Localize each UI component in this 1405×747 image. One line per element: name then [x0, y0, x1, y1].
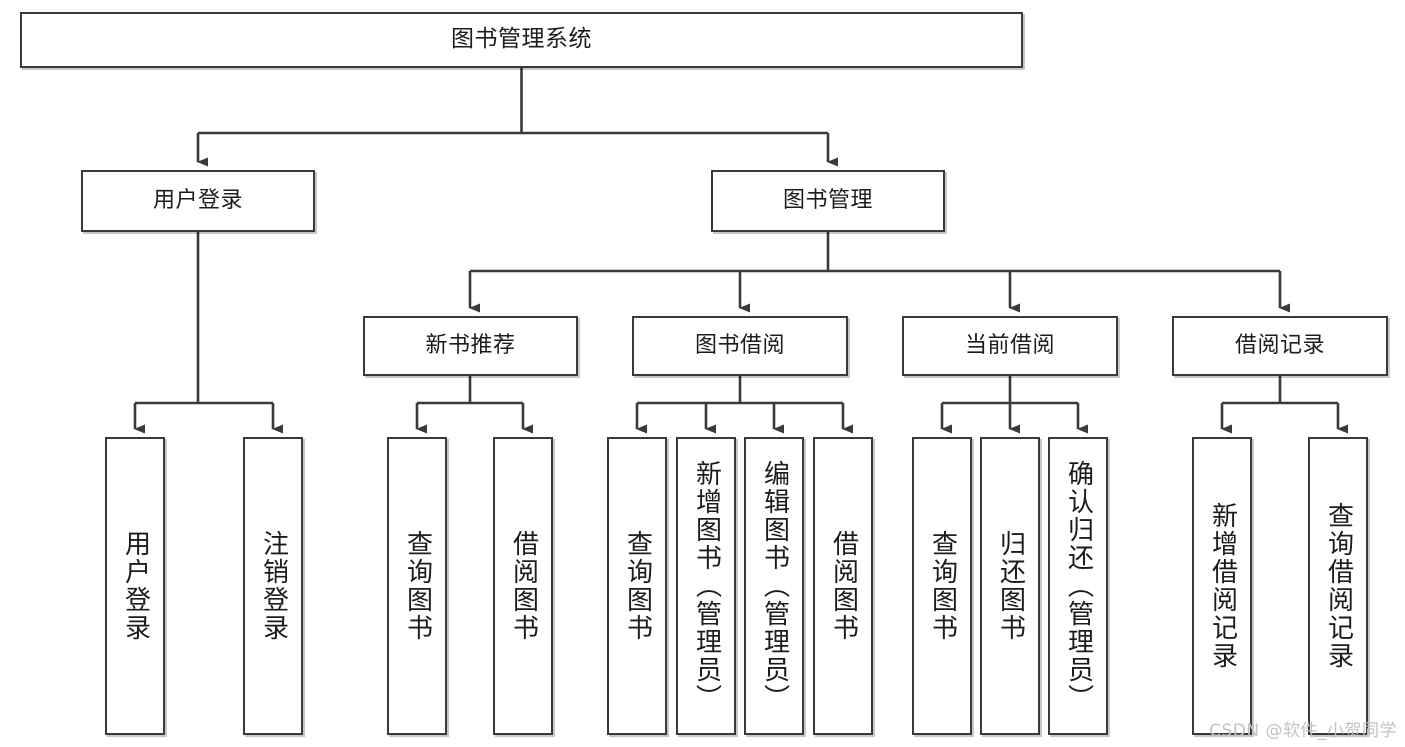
node-label: 图书借阅 — [694, 333, 785, 359]
leaf-borrow-book-recommend[interactable]: 借阅图书 — [493, 437, 553, 735]
node-book-management[interactable]: 图书管理 — [711, 170, 945, 232]
node-label: 新书推荐 — [425, 333, 516, 359]
node-label: 新增图书（管理员） — [691, 460, 722, 712]
leaf-user-login[interactable]: 用户登录 — [105, 437, 165, 735]
node-current-borrow[interactable]: 当前借阅 — [902, 316, 1118, 376]
leaf-query-book-borrow[interactable]: 查询图书 — [607, 437, 667, 735]
leaf-query-book-current[interactable]: 查询图书 — [912, 437, 972, 735]
node-label: 用户登录 — [152, 188, 243, 214]
node-label: 借阅图书 — [828, 530, 859, 642]
node-label: 查询借阅记录 — [1323, 502, 1354, 670]
node-label: 查询图书 — [622, 530, 653, 642]
leaf-confirm-return-admin[interactable]: 确认归还（管理员） — [1048, 437, 1108, 735]
leaf-add-borrow-record[interactable]: 新增借阅记录 — [1192, 437, 1252, 735]
node-book-borrow[interactable]: 图书借阅 — [632, 316, 848, 376]
leaf-edit-book-admin[interactable]: 编辑图书（管理员） — [744, 437, 804, 735]
node-label: 查询图书 — [927, 530, 958, 642]
node-label: 当前借阅 — [964, 333, 1055, 359]
node-label: 图书管理系统 — [451, 26, 592, 53]
node-user-login[interactable]: 用户登录 — [81, 170, 315, 232]
node-root-book-management-system[interactable]: 图书管理系统 — [20, 12, 1023, 68]
node-label: 编辑图书（管理员） — [759, 460, 790, 712]
node-label: 借阅记录 — [1234, 333, 1325, 359]
leaf-borrow-book[interactable]: 借阅图书 — [813, 437, 873, 735]
node-label: 新增借阅记录 — [1207, 502, 1238, 670]
leaf-query-borrow-record[interactable]: 查询借阅记录 — [1308, 437, 1368, 735]
node-label: 借阅图书 — [508, 530, 539, 642]
node-label: 图书管理 — [782, 188, 873, 214]
leaf-return-book[interactable]: 归还图书 — [980, 437, 1040, 735]
node-label: 确认归还（管理员） — [1063, 460, 1094, 712]
node-label: 注销登录 — [258, 530, 289, 642]
node-borrow-record[interactable]: 借阅记录 — [1172, 316, 1388, 376]
leaf-query-book-recommend[interactable]: 查询图书 — [387, 437, 447, 735]
leaf-logout-login[interactable]: 注销登录 — [243, 437, 303, 735]
node-new-book-recommend[interactable]: 新书推荐 — [363, 316, 578, 376]
node-label: 归还图书 — [995, 530, 1026, 642]
node-label: 用户登录 — [120, 530, 151, 642]
node-label: 查询图书 — [402, 530, 433, 642]
watermark-text: CSDN @软件_小贺同学 — [1209, 721, 1397, 741]
leaf-add-book-admin[interactable]: 新增图书（管理员） — [676, 437, 736, 735]
